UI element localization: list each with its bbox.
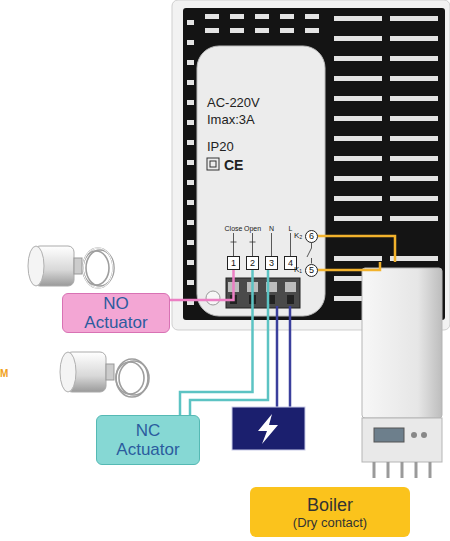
ce-mark: CE (224, 157, 243, 173)
terminal-box: 1 (227, 256, 240, 270)
boiler-label-box: Boiler(Dry contact) (250, 487, 410, 537)
terminal-number: 1 (231, 258, 236, 268)
terminal-number: 3 (269, 258, 274, 268)
wire-line (190, 270, 268, 415)
terminal-circle: 6 (305, 230, 318, 243)
actuator-label: NO Actuator (82, 294, 150, 332)
actuator-label: NC Actuator (114, 421, 182, 459)
wire-line (318, 236, 395, 262)
contact-name: K₂ (294, 231, 302, 241)
actuator-illustration (28, 246, 114, 288)
wire-line (318, 262, 380, 270)
terminal-box: 2 (246, 256, 259, 270)
terminal-number: 5 (309, 265, 314, 275)
rating-text: Imax:3A (207, 112, 255, 127)
terminal-circle: 5 (305, 264, 318, 277)
actuator-illustration (60, 352, 149, 397)
actuator-box: NO Actuator (62, 293, 170, 333)
actuator-box: NC Actuator (96, 415, 200, 465)
wire-line (170, 270, 234, 300)
terminal-number: 4 (288, 258, 293, 268)
terminal-name: Open (233, 224, 273, 233)
boiler-illustration (362, 268, 442, 478)
terminal-number: 6 (309, 231, 314, 241)
wire-line (180, 270, 253, 415)
boiler-title: Boiler (307, 495, 353, 515)
terminal-name: L (271, 224, 311, 233)
wire (170, 270, 234, 300)
contact-name: K₁ (294, 265, 302, 275)
wire (180, 270, 253, 415)
power-symbol (232, 407, 305, 450)
boiler-subtitle: (Dry contact) (293, 515, 367, 530)
boiler-node: Boiler(Dry contact) (250, 262, 446, 538)
rating-text: AC-220V (207, 95, 260, 110)
wire (190, 270, 268, 415)
supply-wire (277, 306, 290, 407)
wire (318, 262, 380, 270)
terminal-box: 3 (265, 256, 278, 270)
terminal-name: N (252, 224, 292, 233)
terminal-number: 2 (250, 258, 255, 268)
wire (318, 236, 395, 262)
rating-text: IP20 (207, 139, 234, 154)
cropped-text: M (0, 368, 8, 380)
